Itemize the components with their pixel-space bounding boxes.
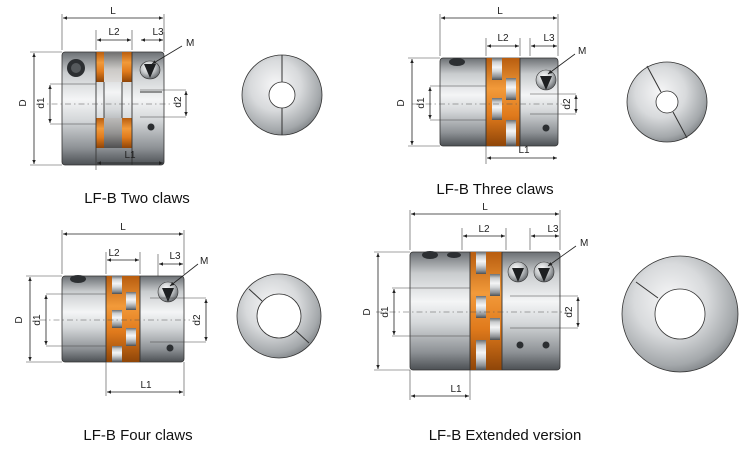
dim-label-M: M	[578, 46, 586, 57]
dim-label-d2: d2	[564, 306, 575, 318]
panel-four-claws: L L2 L3 M D d1 d2 L1	[14, 222, 322, 444]
dim-label-L1: L1	[450, 384, 462, 395]
dim-label-L1: L1	[140, 380, 152, 391]
coupling-end-view-extended	[621, 255, 739, 373]
dim-label-d2: d2	[562, 98, 573, 110]
dim-label-L3: L3	[152, 27, 164, 38]
dim-label-M: M	[186, 38, 194, 49]
panel-two-claws: L L2 L3 M D d1 d2 L1 LF-B	[18, 6, 323, 207]
dim-label-d1: d1	[380, 306, 391, 318]
dim-label-L3: L3	[169, 251, 181, 262]
coupling-side-view-four-claws	[61, 275, 185, 363]
caption-three-claws: LF-B Three claws	[436, 181, 553, 198]
caption-four-claws: LF-B Four claws	[83, 427, 192, 444]
dim-label-L1: L1	[518, 145, 530, 156]
coupling-side-view-two-claws	[61, 51, 165, 166]
coupling-end-view-three-claws	[626, 61, 708, 143]
dim-label-M: M	[580, 238, 588, 249]
coupling-side-view-three-claws	[439, 57, 559, 147]
caption-two-claws: LF-B Two claws	[84, 190, 190, 207]
dim-label-D: D	[362, 308, 373, 315]
panel-extended: L L2 L3 M D d1 d2 L1 LF-B E	[362, 202, 739, 444]
dim-label-L: L	[120, 222, 126, 233]
dim-label-d2: d2	[192, 314, 203, 326]
dim-label-d1: d1	[416, 97, 427, 109]
dim-label-D: D	[396, 99, 407, 106]
dim-label-d1: d1	[32, 314, 43, 326]
coupling-side-view-extended	[409, 251, 561, 371]
dim-label-L: L	[482, 202, 488, 213]
dim-label-L3: L3	[543, 33, 555, 44]
caption-extended: LF-B Extended version	[429, 427, 582, 444]
dim-label-L: L	[110, 6, 116, 17]
dim-label-d2: d2	[173, 96, 184, 108]
dim-label-L2: L2	[478, 224, 490, 235]
dim-label-D: D	[18, 99, 29, 106]
dim-label-L2: L2	[497, 33, 509, 44]
dim-label-L3: L3	[547, 224, 559, 235]
dim-label-M: M	[200, 256, 208, 267]
coupling-end-view-two-claws	[241, 54, 323, 136]
dim-label-L2: L2	[108, 248, 120, 259]
panel-three-claws: L L2 L3 M D d1 d2 L1 LF-B	[396, 6, 708, 198]
dim-label-L1: L1	[124, 150, 136, 161]
dim-label-D: D	[14, 316, 25, 323]
dim-label-L: L	[497, 6, 503, 17]
dim-label-L2: L2	[108, 27, 120, 38]
dim-label-d1: d1	[36, 97, 47, 109]
coupling-end-view-four-claws	[236, 273, 322, 359]
